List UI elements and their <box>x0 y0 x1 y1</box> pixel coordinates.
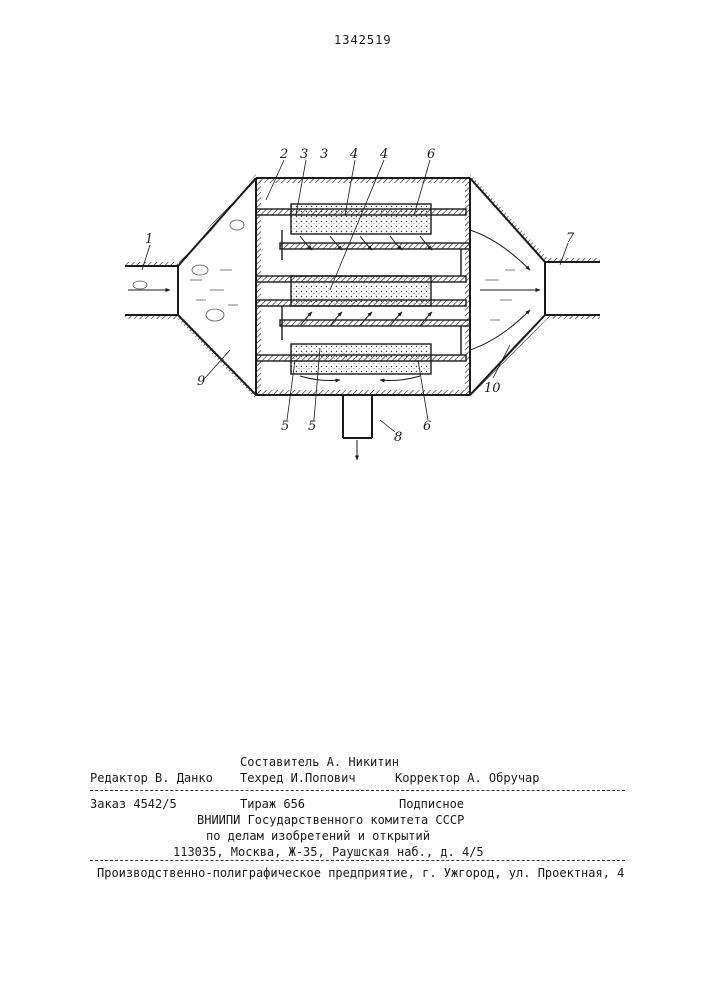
address-line: 113035, Москва, Ж-35, Раушская наб., д. … <box>173 845 484 859</box>
label-5a: 5 <box>281 419 289 434</box>
label-3b: 3 <box>320 147 328 162</box>
order-line: Заказ 4542/5 <box>90 797 177 811</box>
circulation-line: Тираж 656 <box>240 797 305 811</box>
divider-top <box>90 790 625 791</box>
label-4a: 4 <box>349 147 358 162</box>
org-line-2: по делам изобретений и открытий <box>206 829 430 843</box>
compiler-line: Составитель А. Никитин <box>240 755 399 769</box>
label-4b: 4 <box>379 147 388 162</box>
label-8: 8 <box>394 430 402 445</box>
label-5b: 5 <box>308 419 316 434</box>
label-9: 9 <box>197 374 205 389</box>
techred-line: Техред И.Попович <box>240 771 356 785</box>
corrector-line: Корректор А. Обручар <box>395 771 540 785</box>
subscription-line: Подписное <box>399 797 464 811</box>
label-7: 7 <box>566 231 575 246</box>
label-6b: 6 <box>423 419 431 434</box>
tube-bundle <box>256 204 470 374</box>
printer-line: Производственно-полиграфическое предприя… <box>97 866 624 880</box>
label-2: 2 <box>279 147 288 162</box>
org-line-1: ВНИИПИ Государственного комитета СССР <box>197 813 464 827</box>
label-10: 10 <box>484 381 501 396</box>
label-1: 1 <box>145 232 153 247</box>
editor-line: Редактор В. Данко <box>90 771 213 785</box>
label-6a: 6 <box>427 147 435 162</box>
technical-drawing: 1 2 3 3 4 4 6 7 9 10 5 5 6 8 <box>0 0 707 520</box>
label-3a: 3 <box>300 147 308 162</box>
divider-bottom <box>90 860 625 861</box>
